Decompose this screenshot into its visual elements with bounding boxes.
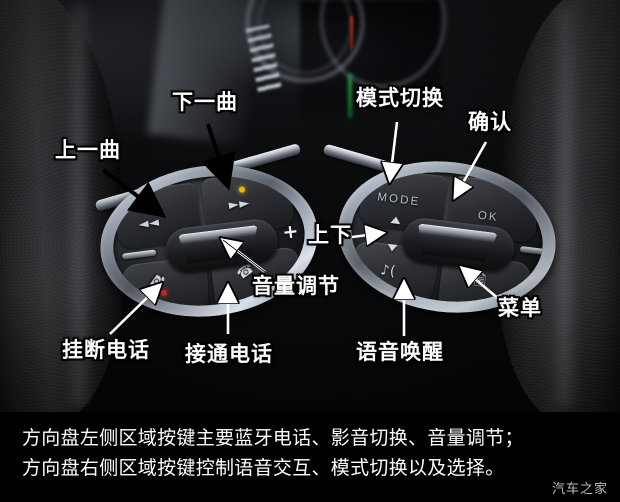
annotation-up-down: 上下 (308, 223, 352, 247)
menu-list-icon: 🗎 (472, 270, 488, 291)
annotation-confirm: 确认 (468, 110, 512, 134)
volume-minus-mark (121, 249, 157, 260)
previous-track-icon: ◄◄ (137, 214, 161, 233)
annotation-mode-switch: 模式切换 (356, 86, 444, 110)
scroll-down-arrow-icon (386, 243, 398, 252)
ok-button-label: OK (477, 209, 500, 225)
annotation-answer-call: 接通电话 (185, 342, 273, 366)
annotation-menu: 菜单 (498, 296, 542, 320)
steering-wheel-photo: ◄◄ ►► ☎ ☎ + (0, 0, 620, 412)
annotation-prev-track: 上一曲 (55, 138, 121, 162)
left-button-cluster: ◄◄ ►► ☎ ☎ + (91, 153, 327, 329)
voice-assistant-icon: ♪( (379, 262, 397, 280)
annotation-volume: 音量调节 (252, 274, 340, 298)
gauge-green-needle (348, 74, 352, 118)
site-watermark: 汽车之家 (551, 482, 608, 497)
up-down-rocker-key[interactable] (415, 223, 498, 263)
annotation-next-track: 下一曲 (172, 90, 238, 114)
caption-line-1: 方向盘左侧区域按键主要蓝牙电话、影音切换、音量调节； (22, 427, 524, 449)
volume-rocker-key[interactable] (178, 225, 261, 265)
annotation-voice-wake: 语音唤醒 (356, 340, 444, 364)
next-track-icon: ►► (227, 195, 251, 214)
annotation-hang-up: 挂断电话 (62, 338, 150, 362)
caption-bar: 方向盘左侧区域按键主要蓝牙电话、影音切换、音量调节； 方向盘右侧区域按键控制语音… (0, 412, 620, 502)
volume-plus-label: + (281, 220, 300, 244)
scroll-up-arrow-icon (390, 216, 402, 225)
caption-line-2: 方向盘右侧区域按键控制语音交互、模式切换以及选择。 (22, 457, 505, 479)
blurred-steering-column (147, 0, 261, 146)
gauge-red-needle (350, 16, 353, 50)
